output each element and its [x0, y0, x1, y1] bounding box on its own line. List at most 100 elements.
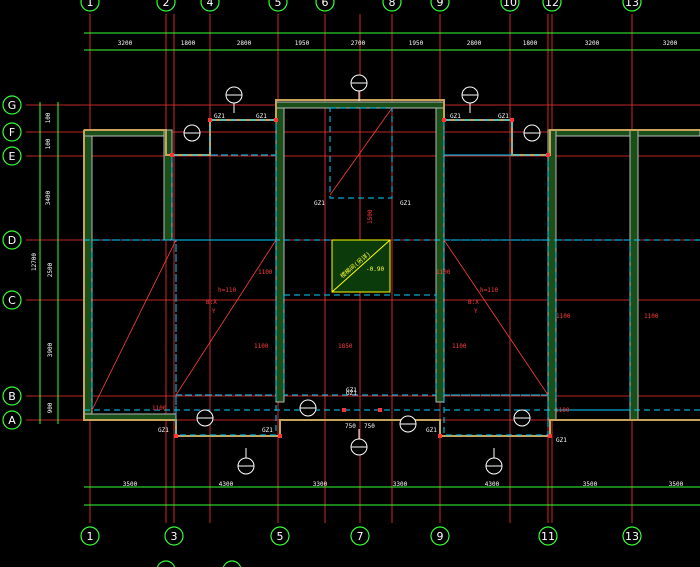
axis-bubble-left-F: F [2, 122, 22, 142]
axis-bubble-top-5: 5 [268, 0, 288, 12]
gz1-label: GZ1 [256, 113, 267, 120]
column-mark [548, 434, 552, 438]
axis-label: 6 [322, 0, 329, 9]
slab-bx-left: B:X [206, 299, 217, 306]
section-marker [237, 448, 255, 475]
axis-bubble-bottom-5: 5 [270, 526, 290, 546]
axis-bubble-left-D: D [2, 230, 22, 250]
column-mark [546, 153, 550, 157]
left-dimension: 100 [45, 112, 52, 123]
axis-label: 9 [437, 530, 444, 543]
top-dimension: 1950 [409, 40, 424, 47]
slab-1850: 1850 [338, 343, 353, 350]
dim-750-b: 750 [364, 423, 375, 430]
bottom-dimension: 3500 [583, 481, 598, 488]
stair-well: 楼梯间(另详) -0.90 [331, 239, 391, 293]
slab-1600: 1500 [367, 209, 374, 224]
axis-label: 1 [87, 530, 94, 543]
slab-y-right: Y [474, 308, 478, 315]
slab-1100-c: 1100 [254, 343, 269, 350]
slab-y-left: Y [212, 308, 216, 315]
slab-annotations: h=110 B:X Y h=110 B:X Y 1100 1100 1100 1… [152, 209, 659, 430]
top-dimension: 2700 [351, 40, 366, 47]
slab-1100-g: 1100 [152, 405, 167, 412]
axis-label: 12 [545, 0, 559, 9]
slab-1100-e: 1100 [556, 313, 571, 320]
top-dimension: 3200 [585, 40, 600, 47]
section-marker [183, 124, 201, 142]
left-dimension: 100 [45, 138, 52, 149]
column-mark [174, 434, 178, 438]
section-marker [461, 86, 479, 113]
axis-label: 4 [207, 0, 214, 9]
axis-label: 9 [437, 0, 444, 9]
left-dimension: 3900 [47, 342, 54, 357]
gz1-label: GZ1 [426, 427, 437, 434]
axis-bubble-left-A: A [2, 410, 22, 430]
axis-label: 7 [357, 530, 364, 543]
axis-bubble-bottom-11: 11 [538, 526, 558, 546]
top-dimension: 1800 [181, 40, 196, 47]
top-dimension: 3200 [118, 40, 133, 47]
column-mark [274, 118, 278, 122]
axis-label: 8 [389, 0, 396, 9]
gz1-label: GZ1 [556, 437, 567, 444]
column-mark [278, 434, 282, 438]
dim-750-a: 750 [345, 423, 356, 430]
column-mark [208, 118, 212, 122]
column-mark [342, 408, 346, 412]
axis-bubble-bottom-extra-1 [156, 560, 176, 567]
axis-bubble-top-9: 9 [430, 0, 450, 12]
section-marker [513, 409, 531, 427]
bottom-dimension: 3500 [123, 481, 138, 488]
gz1-label: GZ1 [346, 390, 357, 397]
axis-bubble-top-12: 12 [542, 0, 562, 12]
axis-bubble-bottom-1: 1 [80, 526, 100, 546]
bottom-dimension: 4300 [219, 481, 234, 488]
slab-1100-f: 1100 [644, 313, 659, 320]
axis-bubble-bottom-3: 3 [164, 526, 184, 546]
axis-label: G [8, 99, 17, 112]
axis-bubble-top-6: 6 [315, 0, 335, 12]
gz1-label: GZ1 [158, 427, 169, 434]
slab-diagonals [91, 107, 549, 411]
top-dimension: 2800 [467, 40, 482, 47]
gz1-label: GZ1 [314, 200, 325, 207]
bottom-dimension: 3500 [669, 481, 684, 488]
axis-label: 5 [277, 530, 284, 543]
gz1-label: GZ1 [214, 113, 225, 120]
section-marker [399, 415, 417, 433]
top-dimension: 1800 [523, 40, 538, 47]
left-dimension: 2500 [47, 262, 54, 277]
axis-bubble-bottom-extra-2 [222, 560, 242, 567]
left-dimension: 3400 [45, 190, 52, 205]
axis-bubble-top-4: 4 [200, 0, 220, 12]
column-mark [438, 434, 442, 438]
bottom-dimension: 4300 [485, 481, 500, 488]
axis-label: 13 [625, 530, 639, 543]
column-mark [442, 118, 446, 122]
bottom-dimension: 3300 [393, 481, 408, 488]
slab-h-right: h=110 [480, 287, 498, 294]
slab-h-left: h=110 [218, 287, 236, 294]
section-marker [196, 409, 214, 427]
column-mark [510, 118, 514, 122]
top-dimension: 1950 [295, 40, 310, 47]
axis-label: 3 [171, 530, 178, 543]
section-marker [350, 74, 368, 101]
axis-bubble-left-C: C [2, 290, 22, 310]
axis-label: C [8, 294, 16, 307]
axis-bubble-bottom-13: 13 [622, 526, 642, 546]
section-marker [299, 399, 317, 417]
top-dimension: 2800 [237, 40, 252, 47]
slab-1100-h: 1100 [555, 407, 570, 414]
section-marker [485, 448, 503, 475]
axis-bubble-bottom-9: 9 [430, 526, 450, 546]
axis-bubble-top-2: 2 [156, 0, 176, 12]
axis-bubble-top-1: 1 [80, 0, 100, 12]
left-dimension: 900 [47, 402, 54, 413]
left-dimension: 12700 [31, 253, 38, 271]
section-marker [225, 86, 243, 113]
